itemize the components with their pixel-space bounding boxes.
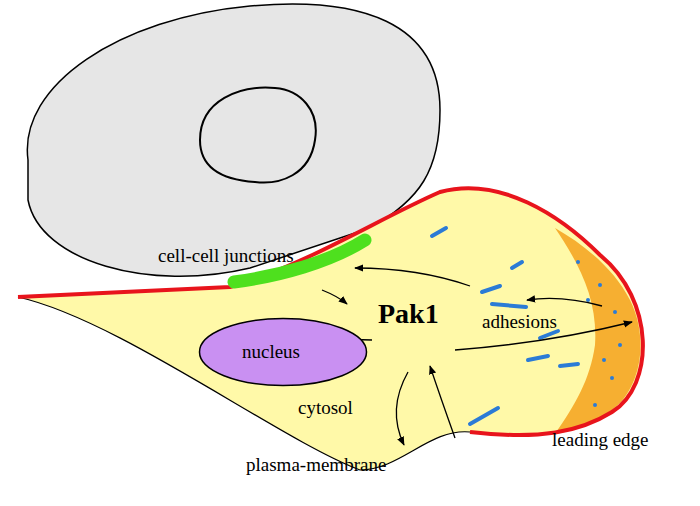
adhesion-marks xyxy=(432,228,578,424)
nucleus-shape: nucleus xyxy=(198,317,368,387)
region-label: leading edge xyxy=(552,430,649,451)
plasma-membrane-outline xyxy=(18,188,643,435)
region-label: cell-cell junctions xyxy=(158,246,294,267)
leading-edge-band xyxy=(555,228,640,434)
neighbour-nucleus xyxy=(200,88,316,183)
node-text: nucleus xyxy=(242,342,300,363)
migrating-cell xyxy=(18,188,643,470)
region-label: plasma-membrane xyxy=(246,455,386,476)
region-label: cytosol xyxy=(298,398,353,419)
region-label: adhesions xyxy=(482,312,557,333)
protein-label: Pak1 xyxy=(378,299,439,330)
